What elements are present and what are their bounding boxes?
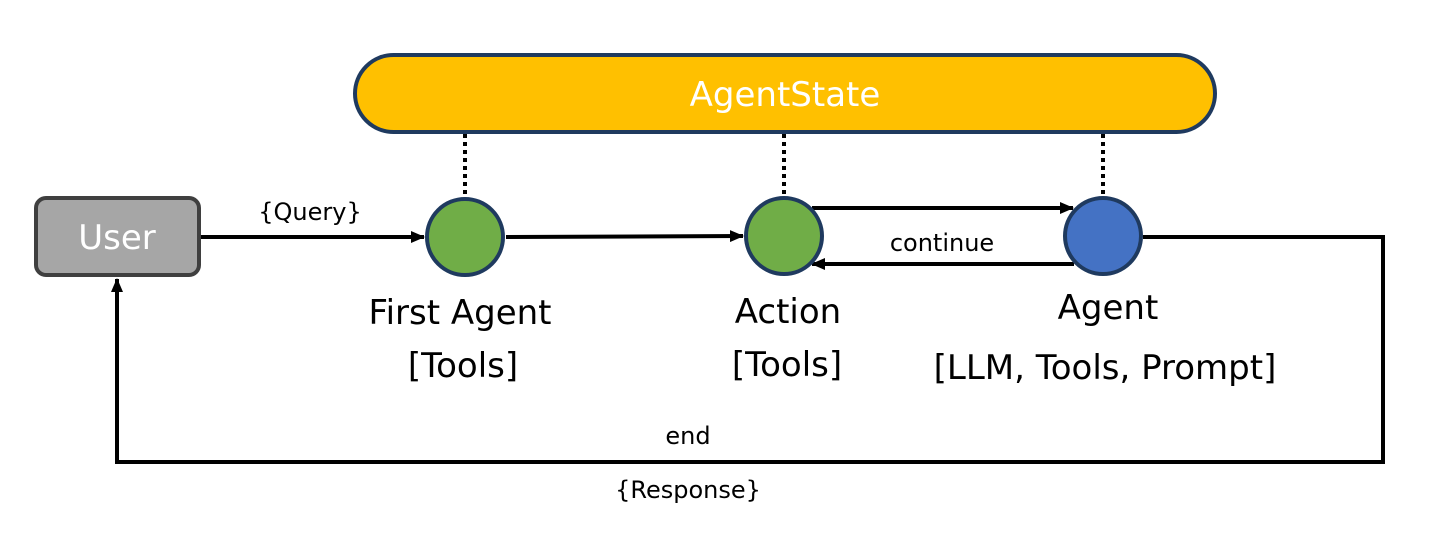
first-agent-detail: [Tools] bbox=[408, 346, 518, 386]
end-return-arrow bbox=[111, 235, 1385, 464]
first-agent-name: First Agent bbox=[369, 293, 552, 333]
action-name: Action bbox=[735, 292, 841, 332]
agent-state-pill bbox=[353, 53, 1217, 134]
response-label: {Response} bbox=[615, 476, 761, 504]
user-box bbox=[34, 196, 201, 277]
agent-state-label: AgentState bbox=[690, 75, 881, 115]
first-to-action-arrow bbox=[505, 230, 744, 243]
agent-detail: [LLM, Tools, Prompt] bbox=[934, 348, 1277, 388]
user-label: User bbox=[78, 218, 156, 258]
end-label: end bbox=[665, 422, 710, 450]
action-detail: [Tools] bbox=[732, 345, 842, 385]
first-agent-node bbox=[425, 197, 505, 277]
agent-node bbox=[1063, 196, 1143, 276]
query-label: {Query} bbox=[258, 198, 361, 226]
continue-label: continue bbox=[890, 229, 994, 257]
agent-name: Agent bbox=[1058, 288, 1159, 328]
action-node bbox=[744, 196, 824, 276]
